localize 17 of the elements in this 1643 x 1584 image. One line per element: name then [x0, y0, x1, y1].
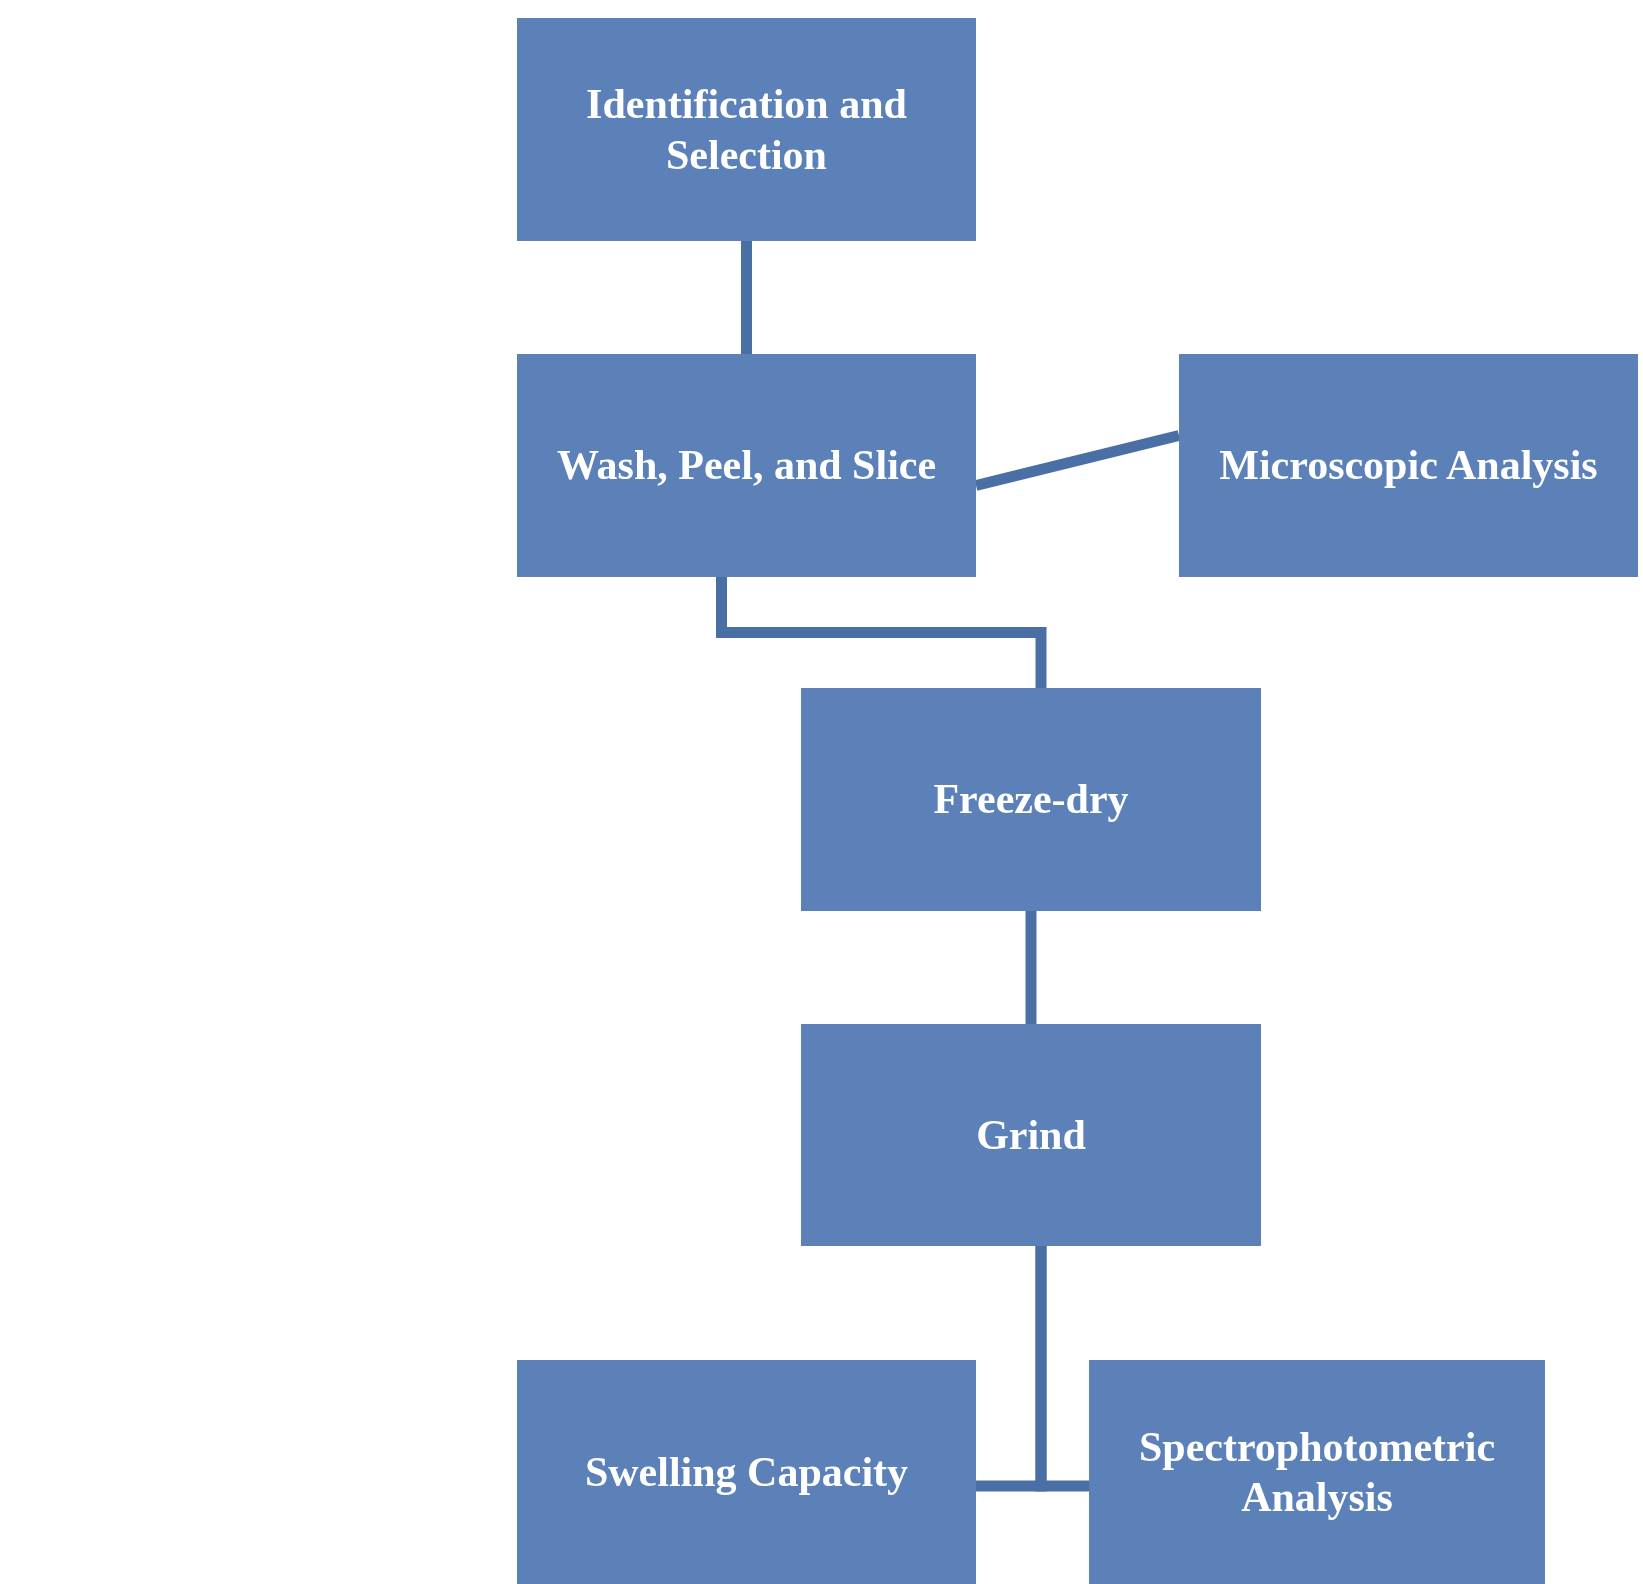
- process-box: [801, 688, 1261, 911]
- connector-line: [741, 241, 752, 354]
- box-label: Freeze-dry: [933, 775, 1129, 825]
- box-label: Identification and Selection: [585, 80, 908, 180]
- box-label: Microscopic Analysis: [1219, 441, 1598, 491]
- process-box: [801, 1024, 1261, 1246]
- box-label: Grind: [976, 1110, 1086, 1160]
- process-box: [517, 354, 976, 577]
- box-label: Swelling Capacity: [584, 1447, 909, 1497]
- process-box: [1179, 354, 1638, 577]
- box-label: Spectrophotometric Analysis: [1137, 1422, 1497, 1522]
- box-label: Wash, Peel, and Slice: [556, 441, 937, 491]
- connector-line: [1025, 911, 1037, 1024]
- connector-line: [716, 577, 1047, 688]
- process-box: [517, 1360, 976, 1584]
- process-box: [517, 18, 976, 241]
- process-box: [1089, 1360, 1545, 1584]
